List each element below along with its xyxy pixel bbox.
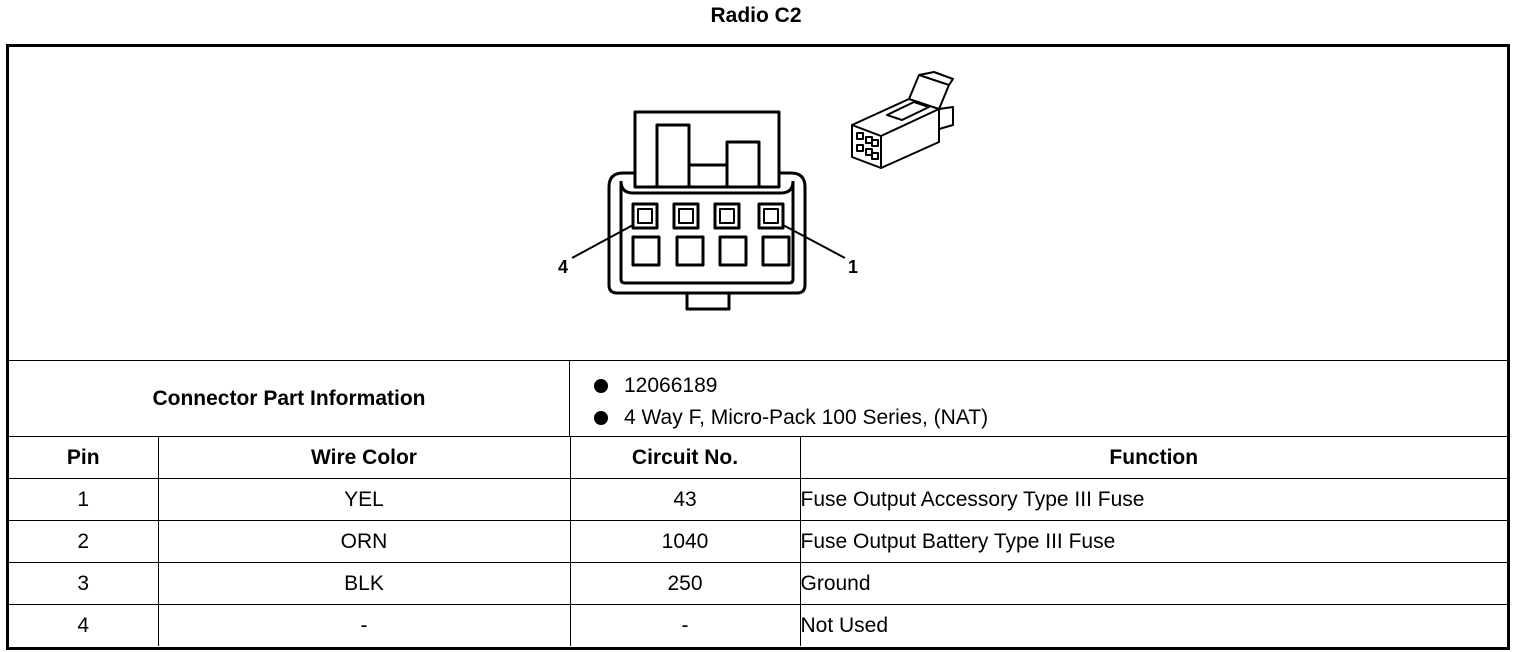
header-circuit-no: Circuit No. — [569, 437, 801, 479]
part-number: 12066189 — [624, 374, 718, 397]
cell-function: Not Used — [799, 604, 1507, 646]
cell-pin: 4 — [9, 604, 159, 646]
pin-label-1: 1 — [848, 257, 858, 277]
cell-function: Fuse Output Accessory Type III Fuse — [799, 478, 1507, 521]
connector-diagram: 4 1 — [9, 47, 1507, 361]
cell-circuit-no: 43 — [569, 478, 801, 521]
table-header-row: Pin Wire Color Circuit No. Function — [9, 437, 1507, 479]
leader-pin-4 — [571, 224, 634, 259]
page-title: Radio C2 — [710, 4, 802, 27]
table-row: 1 YEL 43 Fuse Output Accessory Type III … — [9, 478, 1507, 521]
cell-circuit-no: 1040 — [569, 520, 801, 563]
cell-circuit-no: 250 — [569, 562, 801, 605]
header-wire-color: Wire Color — [157, 437, 571, 479]
bullet-icon — [594, 411, 608, 425]
cell-wire-color: - — [157, 604, 571, 646]
part-info-label: Connector Part Information — [9, 361, 570, 436]
pinout-table: Pin Wire Color Circuit No. Function 1 YE… — [9, 437, 1507, 646]
latch-right — [725, 140, 761, 187]
cell-circuit-no: - — [569, 604, 801, 646]
cell-wire-color: YEL — [157, 478, 571, 521]
connector-part-information: Connector Part Information 12066189 4 Wa… — [9, 361, 1507, 437]
cell-wire-color: BLK — [157, 562, 571, 605]
table-row: 4 - - Not Used — [9, 604, 1507, 646]
connector-face-drawing: 4 1 — [558, 71, 954, 311]
connector-sheet: 4 1 Connector Part Information 12066189 … — [6, 44, 1510, 650]
table-row: 2 ORN 1040 Fuse Output Battery Type III … — [9, 520, 1507, 563]
part-number-item: 12066189 — [592, 370, 988, 402]
header-pin: Pin — [9, 437, 159, 479]
cell-function: Ground — [799, 562, 1507, 605]
latch-left — [655, 123, 691, 187]
cell-wire-color: ORN — [157, 520, 571, 563]
bullet-icon — [594, 379, 608, 393]
part-info-list: 12066189 4 Way F, Micro-Pack 100 Series,… — [592, 370, 988, 434]
leader-pin-1 — [782, 224, 846, 259]
latch-housing — [633, 110, 781, 175]
cell-pin: 1 — [9, 478, 159, 521]
cell-function: Fuse Output Battery Type III Fuse — [799, 520, 1507, 563]
header-function: Function — [799, 437, 1507, 479]
connector-body — [607, 171, 807, 295]
cell-pin: 2 — [9, 520, 159, 563]
part-description: 4 Way F, Micro-Pack 100 Series, (NAT) — [624, 406, 989, 429]
bottom-key — [685, 293, 731, 311]
cell-pin: 3 — [9, 562, 159, 605]
part-description-item: 4 Way F, Micro-Pack 100 Series, (NAT) — [592, 402, 988, 434]
connector-iso-sketch — [851, 71, 954, 169]
table-row: 3 BLK 250 Ground — [9, 562, 1507, 605]
pin-label-4: 4 — [558, 257, 568, 277]
